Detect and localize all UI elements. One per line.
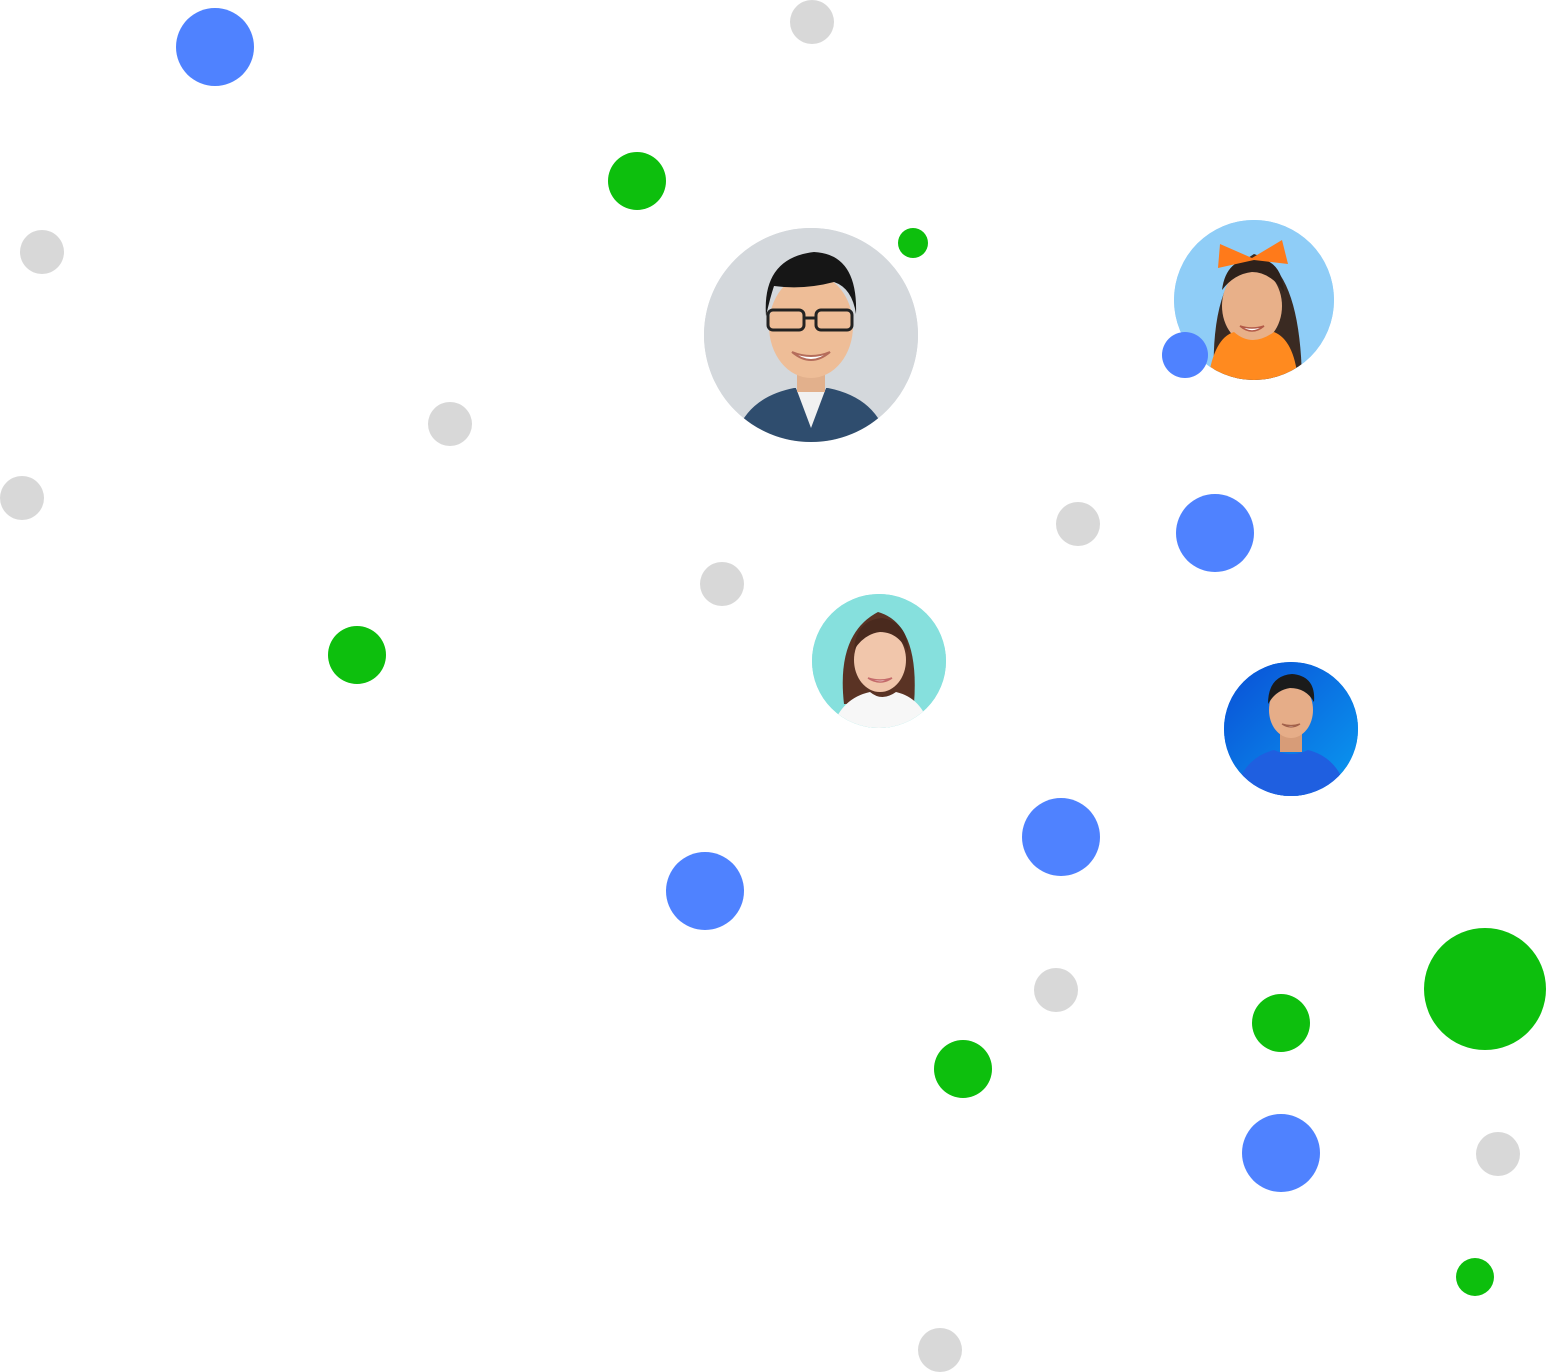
- gray-dot: [700, 562, 744, 606]
- gray-dot: [428, 402, 472, 446]
- green-dot: [328, 626, 386, 684]
- gray-dot: [1476, 1132, 1520, 1176]
- blue-dot: [1176, 494, 1254, 572]
- gray-dot: [918, 1328, 962, 1372]
- blue-dot: [1162, 332, 1208, 378]
- green-dot: [608, 152, 666, 210]
- gray-dot: [790, 0, 834, 44]
- green-dot: [934, 1040, 992, 1098]
- person-photo-icon: [1224, 662, 1358, 796]
- gray-dot: [0, 476, 44, 520]
- blue-dot: [666, 852, 744, 930]
- green-dot: [1424, 928, 1546, 1050]
- gray-dot: [1034, 968, 1078, 1012]
- blue-dot: [176, 8, 254, 86]
- blue-dot: [1242, 1114, 1320, 1192]
- green-dot: [1456, 1258, 1494, 1296]
- gray-dot: [1056, 502, 1100, 546]
- avatar-woman-teal: [812, 594, 946, 728]
- person-photo-icon: [812, 594, 946, 728]
- person-photo-icon: [704, 228, 918, 442]
- blue-dot: [1022, 798, 1100, 876]
- green-dot: [1252, 994, 1310, 1052]
- gray-dot: [20, 230, 64, 274]
- avatar-man-glasses: [704, 228, 918, 442]
- green-dot: [898, 228, 928, 258]
- avatar-man-blue: [1224, 662, 1358, 796]
